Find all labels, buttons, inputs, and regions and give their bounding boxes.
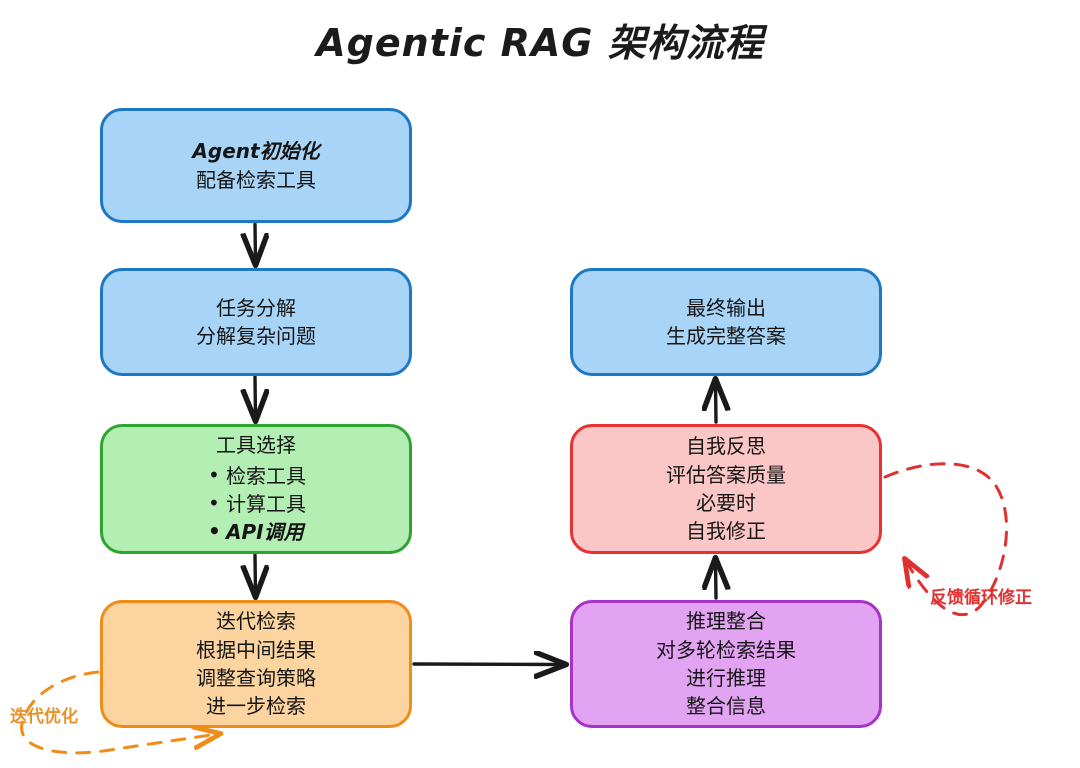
- node-final-output-line-1: 最终输出: [686, 295, 766, 320]
- node-tool-select-bullet-list: 检索工具 计算工具 API调用: [206, 461, 306, 547]
- node-iterative-retrieval-line-4: 进一步检索: [206, 694, 306, 719]
- node-reasoning-merge[interactable]: 推理整合 对多轮检索结果 进行推理 整合信息: [570, 600, 882, 728]
- edge-iterative-retrieval-to-reasoning: [412, 664, 563, 665]
- list-item: API调用: [206, 517, 306, 546]
- edge-self-reflect-self-loop: [883, 462, 1009, 617]
- list-item: 检索工具: [206, 461, 306, 490]
- node-task-decompose-line-2: 分解复杂问题: [196, 324, 316, 348]
- annotation-iterative-optimization: 迭代优化: [10, 707, 78, 727]
- node-iterative-retrieval-line-3: 调整查询策略: [196, 666, 316, 690]
- node-self-reflect[interactable]: 自我反思 评估答案质量 必要时 自我修正: [570, 424, 882, 554]
- node-reasoning-merge-line-1: 推理整合: [686, 609, 766, 634]
- node-iterative-retrieval[interactable]: 迭代检索 根据中间结果 调整查询策略 进一步检索: [100, 600, 412, 728]
- edge-iterative-retrieval-self-loop: [20, 670, 218, 755]
- node-tool-select[interactable]: 工具选择 检索工具 计算工具 API调用: [100, 424, 412, 554]
- edge-agent-init-to-task-decompose: [255, 222, 256, 262]
- node-agent-init[interactable]: Agent初始化 配备检索工具: [100, 108, 412, 223]
- node-reasoning-merge-line-2: 对多轮检索结果: [656, 637, 796, 662]
- edge-reasoning-to-self-reflect: [716, 561, 717, 600]
- node-self-reflect-line-1: 自我反思: [686, 434, 766, 459]
- node-iterative-retrieval-line-2: 根据中间结果: [196, 637, 316, 662]
- node-self-reflect-line-2: 评估答案质量: [666, 462, 786, 487]
- node-agent-init-line-2: 配备检索工具: [196, 167, 316, 192]
- node-reasoning-merge-line-3: 进行推理: [686, 666, 766, 690]
- list-item: 计算工具: [206, 489, 306, 518]
- page-title: Agentic RAG 架构流程: [316, 21, 764, 65]
- node-agent-init-line-1: Agent初始化: [192, 139, 320, 164]
- annotation-feedback-loop: 反馈循环修正: [930, 588, 1032, 608]
- node-self-reflect-line-3: 必要时: [696, 491, 756, 515]
- edge-tool-select-to-iterative-retrieval: [255, 553, 256, 594]
- edge-self-reflect-to-final-output: [716, 382, 717, 424]
- node-final-output-line-2: 生成完整答案: [666, 324, 786, 348]
- node-final-output[interactable]: 最终输出 生成完整答案: [570, 268, 882, 376]
- node-self-reflect-line-4: 自我修正: [686, 519, 766, 544]
- node-iterative-retrieval-line-1: 迭代检索: [216, 609, 296, 634]
- node-reasoning-merge-line-4: 整合信息: [686, 694, 766, 719]
- edge-task-decompose-to-tool-select: [255, 375, 256, 418]
- node-task-decompose[interactable]: 任务分解 分解复杂问题: [100, 268, 412, 376]
- node-tool-select-heading: 工具选择: [216, 433, 296, 458]
- node-task-decompose-line-1: 任务分解: [216, 295, 296, 320]
